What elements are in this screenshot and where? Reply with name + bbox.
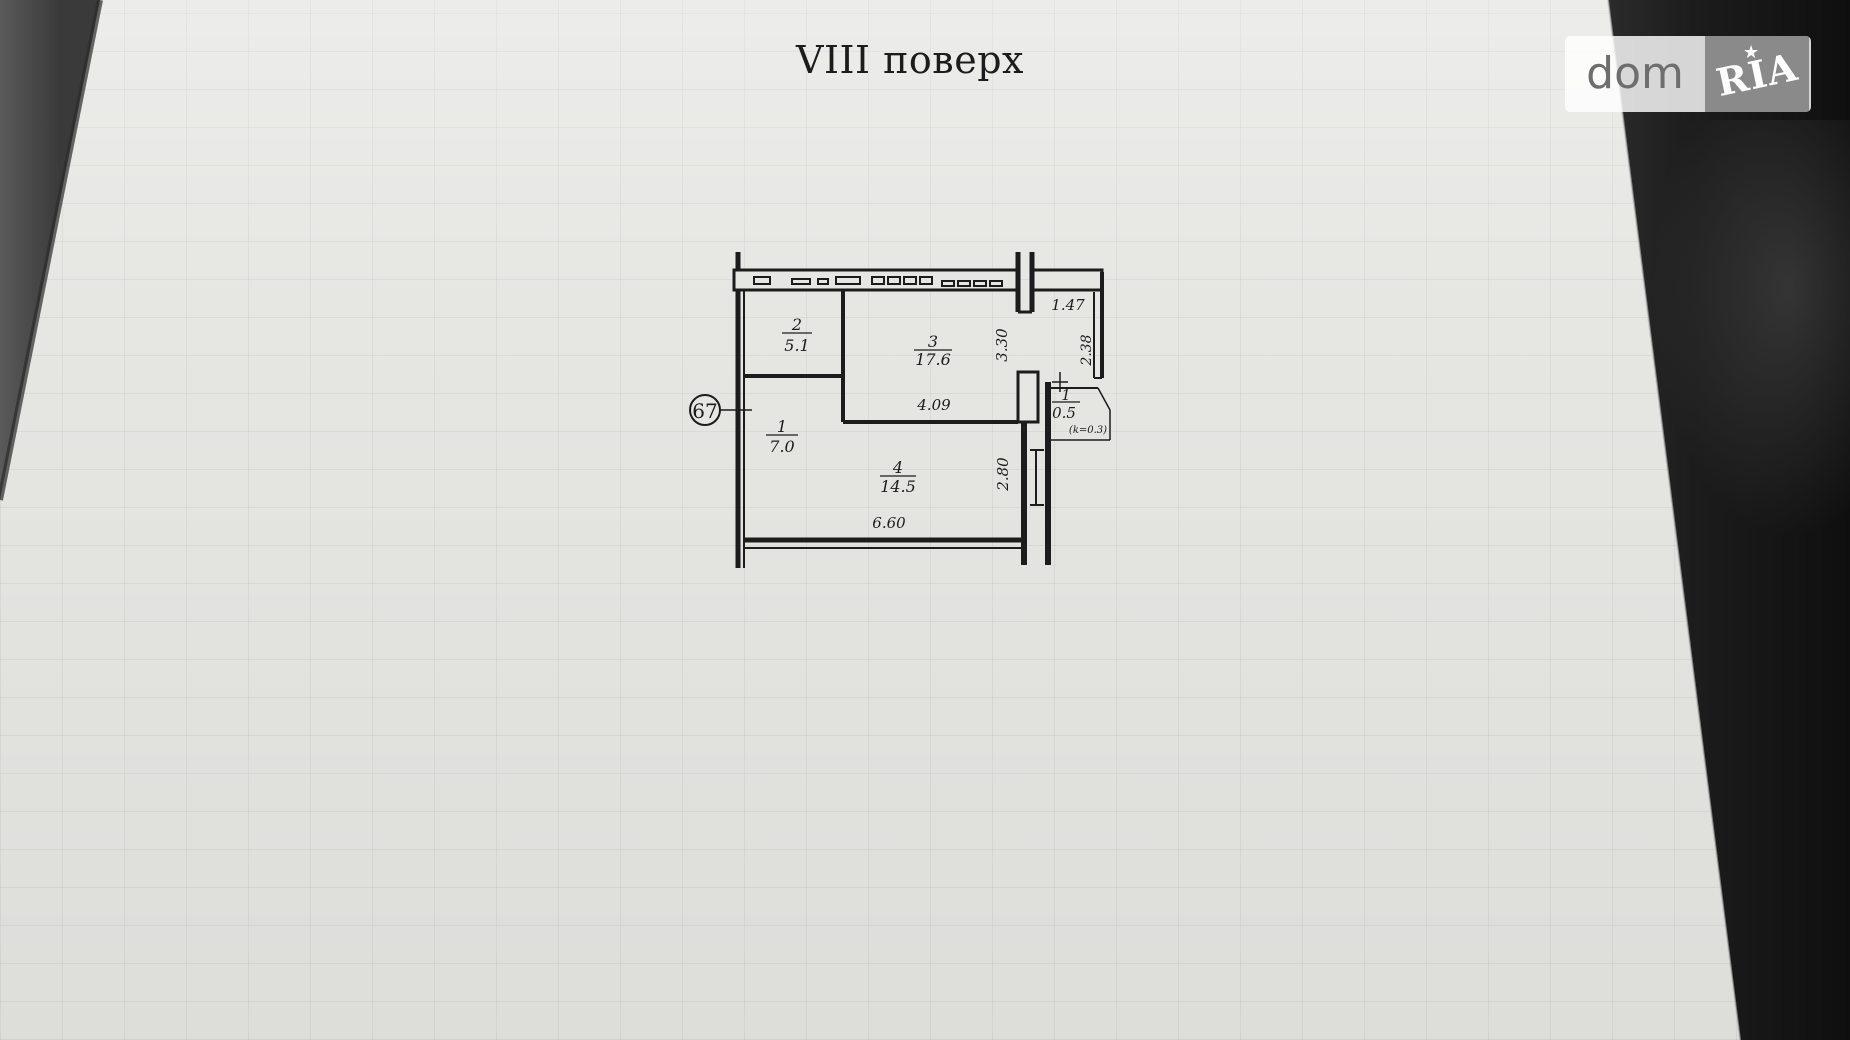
svg-text:17.6: 17.6 (915, 350, 951, 369)
svg-text:7.0: 7.0 (769, 437, 794, 456)
star-icon: ★ (1743, 42, 1760, 63)
dimension-label: 2.38 (1079, 334, 1095, 366)
watermark-ria-text: RIA (1712, 43, 1802, 105)
dimension-label: 6.60 (872, 514, 906, 532)
apartment-number: 67 (692, 399, 717, 423)
svg-text:3: 3 (928, 332, 938, 351)
watermark-ria-badge: ★ RIA (1705, 36, 1809, 112)
dimension-label: 2.80 (994, 457, 1012, 492)
room-4-label: 4 14.5 (880, 458, 916, 496)
plan-walls (716, 252, 1111, 568)
svg-text:(k=0.3): (k=0.3) (1069, 425, 1107, 436)
svg-text:1: 1 (1061, 386, 1071, 404)
svg-text:1: 1 (777, 417, 787, 436)
room-2-label: 2 5.1 (782, 315, 812, 355)
watermark-logo: dom ★ RIA (1565, 36, 1811, 112)
svg-text:0.5: 0.5 (1052, 404, 1076, 422)
page-heading: VIII поверх (796, 38, 1024, 82)
dimension-label: 4.09 (916, 396, 951, 414)
svg-text:4: 4 (892, 458, 903, 477)
room-1-label: 1 7.0 (766, 417, 798, 456)
room-3-label: 3 17.6 (914, 332, 952, 369)
dimension-label: 3.30 (993, 328, 1011, 362)
apartment-marker: 67 (689, 394, 721, 426)
balcony-label: 1 0.5 (k=0.3) (1052, 386, 1107, 436)
watermark-dom-text: dom (1586, 48, 1684, 99)
dimension-label: 1.47 (1051, 296, 1085, 314)
svg-text:2: 2 (791, 315, 802, 334)
svg-text:14.5: 14.5 (880, 477, 916, 496)
svg-text:5.1: 5.1 (784, 336, 809, 355)
